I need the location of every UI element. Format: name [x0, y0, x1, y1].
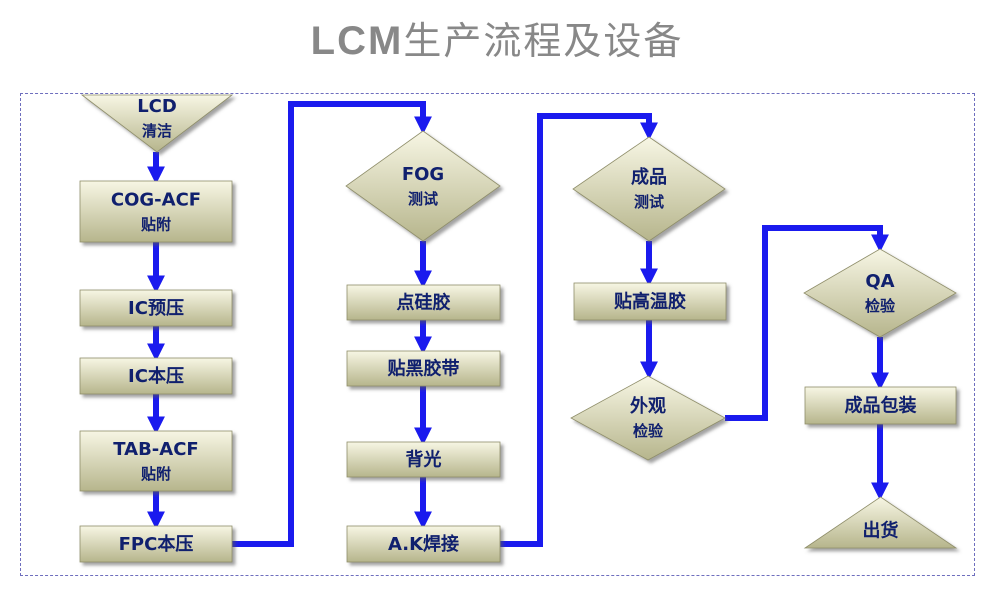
- node-shape: [570, 375, 726, 461]
- node-label: IC本压: [128, 365, 184, 387]
- node-shape: [346, 525, 501, 563]
- node-label: 成品: [631, 166, 667, 188]
- node-label: FPC本压: [119, 533, 194, 555]
- node-backlight: 背光: [346, 441, 501, 478]
- node-shape: [79, 525, 233, 563]
- node-label: 点硅胶: [397, 292, 451, 314]
- node-label: 外观: [630, 395, 666, 417]
- node-label: 测试: [634, 193, 664, 211]
- connectors: [147, 101, 889, 547]
- node-shape: [803, 248, 957, 338]
- node-fpc-main: FPC本压: [79, 525, 233, 563]
- title-cjk: 生产流程及设备: [403, 19, 684, 63]
- node-label: A.K焊接: [388, 533, 459, 555]
- node-label: 出货: [863, 520, 899, 542]
- process-nodes: LCD 清洁 COG-ACF 贴附 IC预压 IC本压 TAB-ACF 贴附 FPC本压 FOG 测…: [79, 94, 958, 563]
- node-shape: [80, 94, 234, 153]
- node-label: 贴附: [141, 465, 171, 483]
- node-dispense: 点硅胶: [346, 284, 501, 321]
- node-hi-temp-tape: 贴高温胶: [573, 282, 727, 321]
- flow-frame: [20, 93, 975, 576]
- node-black-tape: 贴黑胶带: [346, 350, 501, 387]
- node-label: 检验: [633, 422, 664, 440]
- node-shape: [79, 180, 233, 243]
- node-ic-pre: IC预压: [79, 289, 233, 327]
- node-shape: [573, 282, 727, 321]
- page-title: LCM生产流程及设备: [0, 10, 994, 65]
- node-label: LCD: [137, 96, 177, 117]
- node-shape: [346, 284, 501, 321]
- node-packing: 成品包装: [804, 386, 957, 425]
- node-tab-acf: TAB-ACF 贴附: [79, 430, 233, 492]
- node-label: COG-ACF: [111, 190, 201, 211]
- node-shape: [804, 386, 957, 425]
- node-shape: [79, 430, 233, 492]
- node-shape: [346, 350, 501, 387]
- node-shape: [79, 357, 233, 395]
- node-shape: [572, 136, 726, 242]
- node-ak-weld: A.K焊接: [346, 525, 501, 563]
- node-lcd: LCD 清洁: [80, 94, 234, 153]
- node-label: 贴附: [141, 216, 171, 234]
- title-latin: LCM: [310, 19, 404, 63]
- node-label: 背光: [406, 449, 442, 471]
- node-qa-check: QA 检验: [803, 248, 957, 338]
- node-label: IC预压: [128, 298, 184, 319]
- node-shape: [79, 289, 233, 327]
- node-label: 清洁: [142, 122, 172, 140]
- node-label: 贴高温胶: [614, 291, 686, 313]
- flow-arrow: [232, 101, 432, 547]
- node-label: 检验: [865, 297, 896, 315]
- node-label: QA: [865, 271, 894, 292]
- node-label: 贴黑胶带: [388, 358, 460, 380]
- node-label: TAB-ACF: [113, 439, 198, 460]
- node-shipping: 出货: [803, 496, 958, 549]
- node-shape: [346, 441, 501, 478]
- node-cog-acf: COG-ACF 贴附: [79, 180, 233, 243]
- node-label: 测试: [408, 190, 438, 208]
- node-label: 成品包装: [845, 395, 917, 417]
- node-fog-test: FOG 测试: [345, 130, 501, 242]
- flow-arrow: [725, 225, 889, 421]
- node-shape: [803, 496, 958, 549]
- node-shape: [345, 130, 501, 242]
- node-label: FOG: [402, 164, 444, 185]
- flow-arrow: [500, 113, 658, 547]
- node-ic-main: IC本压: [79, 357, 233, 395]
